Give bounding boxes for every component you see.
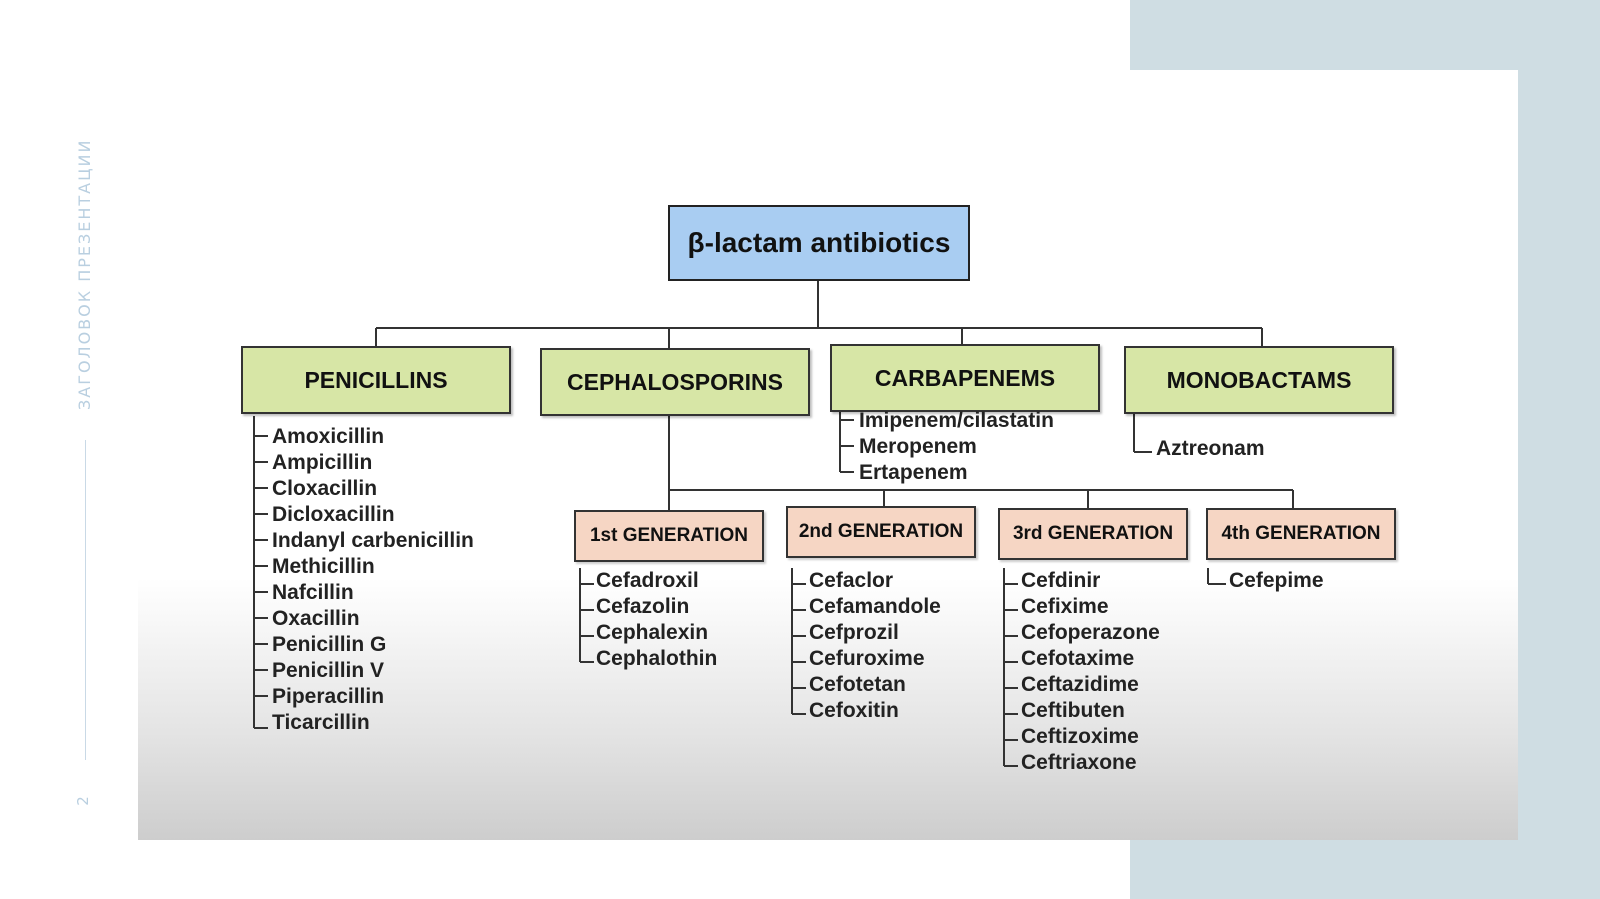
drug-name: Cefadroxil — [596, 569, 699, 592]
drug-name: Cephalexin — [596, 621, 709, 644]
monobactams-drug-list: Aztreonam — [1156, 436, 1265, 462]
drug-name: Cefdinir — [1021, 569, 1101, 592]
drug-name: Aztreonam — [1156, 437, 1265, 460]
category-monobactams: MONOBACTAMS — [1124, 346, 1394, 414]
generation-2nd: 2nd GENERATION — [786, 506, 976, 558]
drug-name: Ceftazidime — [1021, 673, 1139, 696]
drug-name: Penicillin V — [272, 659, 385, 682]
drug-name: Oxacillin — [272, 607, 360, 630]
drug-name: Cefamandole — [809, 595, 941, 618]
drug-name: Imipenem/cilastatin — [859, 409, 1054, 432]
drug-name: Ticarcillin — [272, 711, 370, 734]
drug-name: Piperacillin — [272, 685, 385, 708]
drug-name: Cefaclor — [809, 569, 894, 592]
drug-name: Cefprozil — [809, 621, 899, 644]
drug-name: Cefixime — [1021, 595, 1109, 618]
drug-name: Cefuroxime — [809, 647, 925, 670]
drug-name: Cefoxitin — [809, 699, 899, 722]
drug-name: Cefotetan — [809, 673, 906, 696]
generation-1st: 1st GENERATION — [574, 510, 764, 562]
drug-name: Cefotaxime — [1021, 647, 1135, 670]
category-penicillins: PENICILLINS — [241, 346, 511, 414]
generation-4th: 4th GENERATION — [1206, 508, 1396, 560]
category-cephalosporins: CEPHALOSPORINS — [540, 348, 810, 416]
drug-name: Ceftriaxone — [1021, 751, 1137, 774]
drug-name: Ampicillin — [272, 451, 373, 474]
drug-name: Dicloxacillin — [272, 503, 395, 526]
drug-name: Ertapenem — [859, 461, 968, 484]
drug-name: Cloxacillin — [272, 477, 378, 500]
root-node: β-lactam antibiotics — [668, 205, 970, 281]
category-carbapenems: CARBAPENEMS — [830, 344, 1100, 412]
drug-name: Cefepime — [1229, 569, 1324, 592]
slide-canvas — [138, 70, 1518, 840]
drug-name: Nafcillin — [272, 581, 354, 604]
generation-3rd: 3rd GENERATION — [998, 508, 1188, 560]
drug-name: Meropenem — [859, 435, 977, 458]
drug-name: Ceftibuten — [1021, 699, 1125, 722]
drug-name: Methicillin — [272, 555, 375, 578]
gen4-drug-list: Cefepime — [1229, 568, 1324, 594]
drug-name: Cefazolin — [596, 595, 690, 618]
drug-name: Cephalothin — [596, 647, 718, 670]
drug-name: Cefoperazone — [1021, 621, 1160, 644]
drug-name: Indanyl carbenicillin — [272, 529, 474, 552]
drug-name: Amoxicillin — [272, 425, 385, 448]
drug-name: Penicillin G — [272, 633, 387, 656]
side-divider — [85, 440, 86, 760]
drug-name: Ceftizoxime — [1021, 725, 1139, 748]
